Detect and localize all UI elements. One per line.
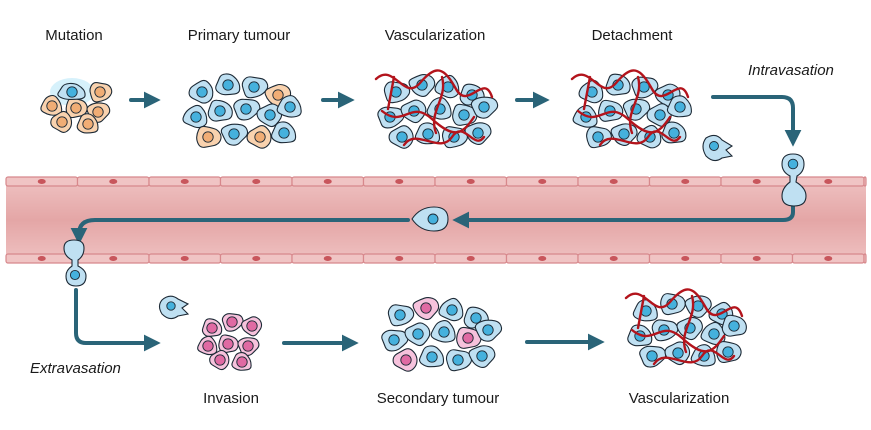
tumour-cell [381,329,409,352]
mutation-cluster [40,78,113,134]
tumour-cell [408,74,436,98]
vessel-wall-top [5,176,867,187]
label-vascularization-1: Vascularization [384,27,486,44]
detached-cell [702,134,734,162]
intravasating-cell [781,153,807,207]
tumour-cell [182,104,208,129]
tumour-cell [241,316,263,337]
tumour-cell [392,348,418,372]
tumour-cell [237,337,260,356]
invasion-cluster [197,313,263,371]
tumour-cell [468,345,496,369]
tumour-cell [418,345,445,368]
tumour-cell [721,314,747,337]
cell-clusters [40,69,807,372]
tumour-cell [220,123,249,146]
tumour-cell [404,322,431,347]
tumour-cell [271,121,297,144]
vascularized-tumour-1 [377,74,499,149]
label-vascularization-2: Vascularization [628,390,730,407]
tumour-cell [50,110,73,133]
extravasating-cell [63,239,87,287]
process-arrows [70,91,802,352]
mutant-cell [57,82,86,100]
arrow-extravasation [74,288,161,352]
tumour-cell [445,349,473,372]
tumour-cell [387,304,415,327]
tumour-cell [231,352,252,371]
tumour-cell [215,73,241,96]
tumour-cell [676,316,703,341]
label-secondary-tumour: Secondary tumour [376,390,500,407]
tumour-cell [241,76,269,99]
tumour-cell [233,98,261,121]
tumour-cell [430,320,456,343]
tumour-cell [660,293,686,316]
tumour-cell [684,295,712,318]
tumour-cell [76,113,99,134]
label-intravasation: Intravasation [748,62,834,79]
arrow-circulation [452,204,795,229]
secondary-tumour-cluster [381,297,503,372]
arrow-intravasation [711,95,802,147]
tumour-cell [605,73,631,96]
label-extravasation: Extravasation [30,360,121,377]
tumour-cell [438,297,464,322]
arrow-circulation-left [70,218,410,245]
tumour-cell [474,319,503,342]
capillaries-1 [374,69,494,147]
tumour-cell [246,125,272,149]
tumour-cell [276,95,302,118]
tumour-cell [456,326,482,349]
label-mutation: Mutation [45,27,103,44]
tumour-cell [470,96,499,119]
vessel-wall-bottom [5,253,867,264]
tumour-cell [666,95,692,118]
tumour-cell [464,122,492,146]
tumour-cell [218,334,239,354]
tumour-cell [388,125,414,149]
tumour-cell [221,313,244,332]
tumour-cell [89,82,113,103]
tumour-cell [383,81,411,104]
label-primary-tumour: Primary tumour [187,27,291,44]
label-detachment: Detachment [591,27,673,44]
tumour-cell [209,349,230,371]
tumour-cell [65,97,88,119]
tumour-cell [40,94,63,116]
tumour-cell [207,99,233,122]
primary-tumour-cluster [182,73,302,149]
tumour-cell [412,297,440,321]
capillaries-2 [570,69,690,147]
tumour-cell [188,79,214,104]
circulating-cell [411,206,449,232]
tumour-cell [631,76,659,99]
tumour-cell [632,299,658,322]
tumour-cell [586,126,612,149]
capillaries-3 [624,288,744,366]
tumour-cell [197,335,218,356]
tumour-cell [201,318,223,337]
tumour-cell [639,345,667,368]
tumour-cell [196,125,222,148]
tumour-cell [426,97,452,120]
tumour-cell [700,321,726,346]
escaping-cell [158,295,190,320]
label-invasion: Invasion [203,390,259,407]
